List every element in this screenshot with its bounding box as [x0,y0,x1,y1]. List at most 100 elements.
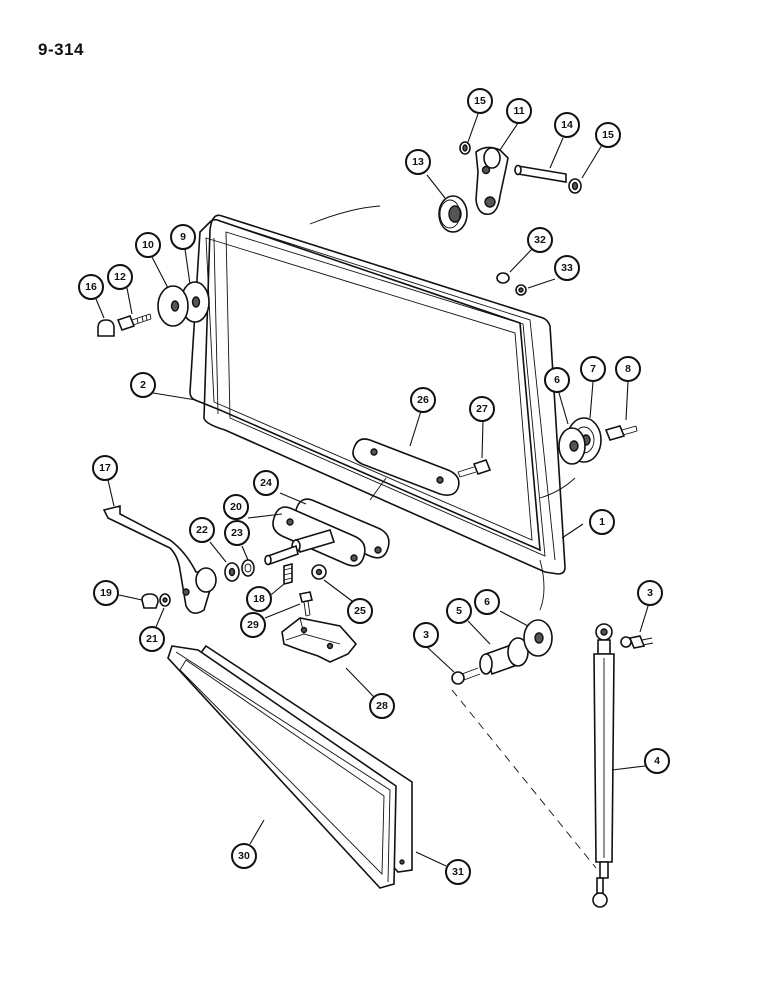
callout-28: 28 [369,693,395,719]
bolt-12 [116,313,152,331]
callout-19: 19 [93,580,119,606]
bolt-8 [604,425,638,441]
nut-21 [159,593,171,607]
svg-text:31: 31 [452,866,464,878]
svg-text:7: 7 [590,363,596,375]
hinge-bracket-11 [475,146,509,216]
svg-text:14: 14 [561,119,573,131]
callout-13: 13 [405,149,431,175]
svg-text:12: 12 [114,271,126,283]
set-screw-18 [283,562,293,586]
callout-18: 18 [246,586,272,612]
washer-10 [157,285,189,327]
callout-25: 25 [347,598,373,624]
seal-leader-arc-2 [539,477,576,499]
callout-24: 24 [253,470,279,496]
svg-text:27: 27 [476,403,488,415]
svg-text:6: 6 [554,374,560,386]
svg-text:25: 25 [354,605,366,617]
callout-32: 32 [527,227,553,253]
svg-text:6: 6 [484,596,490,608]
svg-text:4: 4 [654,755,660,767]
svg-text:13: 13 [412,156,424,168]
screw-27 [457,459,492,478]
nut-32 [496,272,510,284]
svg-text:3: 3 [423,629,429,641]
callout-15-left: 15 [467,88,493,114]
seal-leader-arc-3 [539,559,545,611]
dashed-guide-line [451,689,597,869]
callout-3-lower: 3 [413,622,439,648]
callout-9: 9 [170,224,196,250]
washer-6-lower [523,619,553,657]
cap-19 [141,593,159,609]
svg-text:29: 29 [247,619,259,631]
svg-text:17: 17 [99,462,111,474]
retainer-plate-26 [352,438,460,496]
callout-11: 11 [506,98,532,124]
callout-5: 5 [446,598,472,624]
callout-21: 21 [139,626,165,652]
svg-text:9: 9 [180,231,186,243]
clip-15-right [568,178,582,194]
callout-31: 31 [445,859,471,885]
callout-17: 17 [92,455,118,481]
clip-15-left [459,141,471,155]
callout-30: 30 [231,843,257,869]
svg-text:5: 5 [456,605,462,617]
callout-20: 20 [223,494,249,520]
catch-28 [281,617,358,663]
callout-1: 1 [589,509,615,535]
callout-8: 8 [615,356,641,382]
lower-seal-frame-30 [167,645,397,889]
callout-14: 14 [554,112,580,138]
callout-27: 27 [469,396,495,422]
svg-text:32: 32 [534,234,546,246]
hinge-pin-14 [514,164,567,183]
plate-leader [369,477,387,501]
callout-23: 23 [224,520,250,546]
svg-text:2: 2 [140,379,146,391]
rear-window-glass [203,214,566,575]
svg-text:18: 18 [253,593,265,605]
window-seal-frame [189,218,541,552]
svg-text:28: 28 [376,700,388,712]
latch-spindle [264,529,336,566]
gasket-24 [294,498,390,559]
ball-stud-3-lower [451,667,481,685]
ball-stud-3-upper [620,635,654,649]
washer-6-upper [558,427,586,465]
callout-22: 22 [189,517,215,543]
callout-33: 33 [554,255,580,281]
svg-text:3: 3 [647,587,653,599]
callout-26: 26 [410,387,436,413]
callout-15-right: 15 [595,122,621,148]
hinge-bushing-13 [438,195,468,233]
seal-leader-arc [309,205,381,225]
svg-text:26: 26 [417,394,429,406]
handle-17 [102,504,217,614]
callout-3-upper: 3 [637,580,663,606]
svg-text:1: 1 [599,516,605,528]
callout-29: 29 [240,612,266,638]
callout-4: 4 [644,748,670,774]
callout-16: 16 [78,274,104,300]
bracket-5 [479,637,529,676]
svg-text:33: 33 [561,262,573,274]
leader-lines [95,113,650,867]
nut-25 [311,564,327,580]
svg-text:11: 11 [513,105,524,117]
gas-strut-4 [592,623,615,908]
washer-23 [241,559,255,577]
svg-text:22: 22 [196,524,208,536]
svg-text:20: 20 [230,501,242,513]
screw-29 [299,591,313,617]
callout-2: 2 [130,372,156,398]
callout-6-lower: 6 [474,589,500,615]
svg-text:8: 8 [625,363,631,375]
washer-22 [224,562,240,582]
cap-nut-16 [97,319,115,337]
svg-text:10: 10 [142,239,154,251]
svg-text:15: 15 [602,129,614,141]
